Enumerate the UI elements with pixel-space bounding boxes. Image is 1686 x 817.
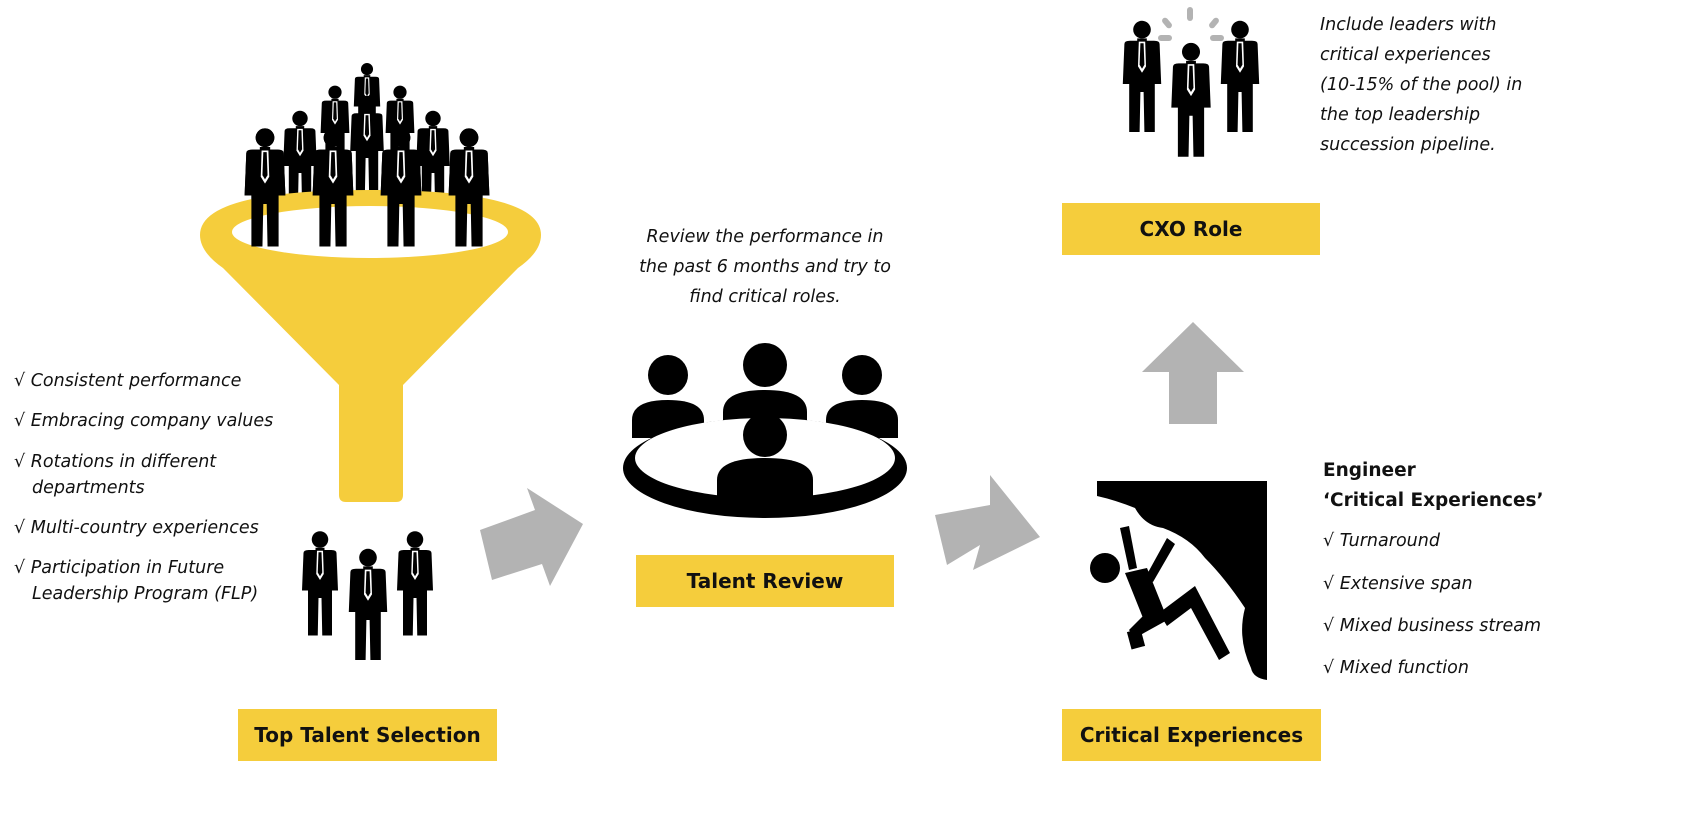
- note-line: find critical roles.: [689, 287, 841, 307]
- rock-climber-icon: [1090, 481, 1267, 680]
- criteria-item: √ Multi-country experiences: [14, 518, 259, 538]
- critical-experiences-label: Critical Experiences: [1062, 709, 1321, 761]
- note-line: the top leadership: [1320, 105, 1481, 125]
- criteria-item: √ Participation in Future: [14, 558, 225, 578]
- cxo-role-label: CXO Role: [1062, 203, 1320, 255]
- note-line: the past 6 months and try to: [639, 257, 891, 277]
- talent-review-label: Talent Review: [636, 555, 894, 607]
- engineer-heading: Engineer ‘Critical Experiences’: [1323, 456, 1544, 516]
- criteria-item: Leadership Program (FLP): [32, 584, 259, 604]
- criteria-item: departments: [32, 478, 145, 498]
- note-line: (10-15% of the pool) in: [1320, 75, 1523, 95]
- selection-criteria-list: √ Consistent performance √ Embracing com…: [14, 370, 284, 610]
- criteria-item: √ Consistent performance: [14, 371, 242, 391]
- engineer-heading-line: ‘Critical Experiences’: [1323, 490, 1544, 511]
- criteria-item: √ Embracing company values: [14, 411, 274, 431]
- business-team-icon: [302, 531, 433, 660]
- experience-item: √ Extensive span: [1323, 574, 1473, 594]
- meeting-table-icon: [623, 343, 907, 518]
- experience-item: √ Mixed business stream: [1323, 616, 1542, 636]
- experience-item: √ Mixed function: [1323, 658, 1469, 678]
- right-arrow-icon: [935, 475, 1040, 570]
- funnel-icon: [200, 190, 541, 502]
- note-line: critical experiences: [1320, 45, 1491, 65]
- right-arrow-icon: [480, 488, 583, 586]
- crowd-front-icon: [244, 128, 490, 247]
- note-line: Include leaders with: [1320, 15, 1497, 35]
- cxo-role-note: Include leaders with critical experience…: [1320, 10, 1550, 160]
- business-team-icon: [1122, 7, 1260, 157]
- engineer-heading-line: Engineer: [1323, 460, 1416, 481]
- talent-review-note: Review the performance in the past 6 mon…: [610, 222, 920, 312]
- criteria-item: √ Rotations in different: [14, 452, 217, 472]
- note-line: Review the performance in: [646, 227, 884, 247]
- experience-item: √ Turnaround: [1323, 531, 1440, 551]
- engineer-experience-list: √ Turnaround √ Extensive span √ Mixed bu…: [1323, 530, 1603, 690]
- top-talent-selection-label: Top Talent Selection: [238, 709, 497, 761]
- up-arrow-icon: [1142, 322, 1244, 424]
- note-line: succession pipeline.: [1320, 135, 1496, 155]
